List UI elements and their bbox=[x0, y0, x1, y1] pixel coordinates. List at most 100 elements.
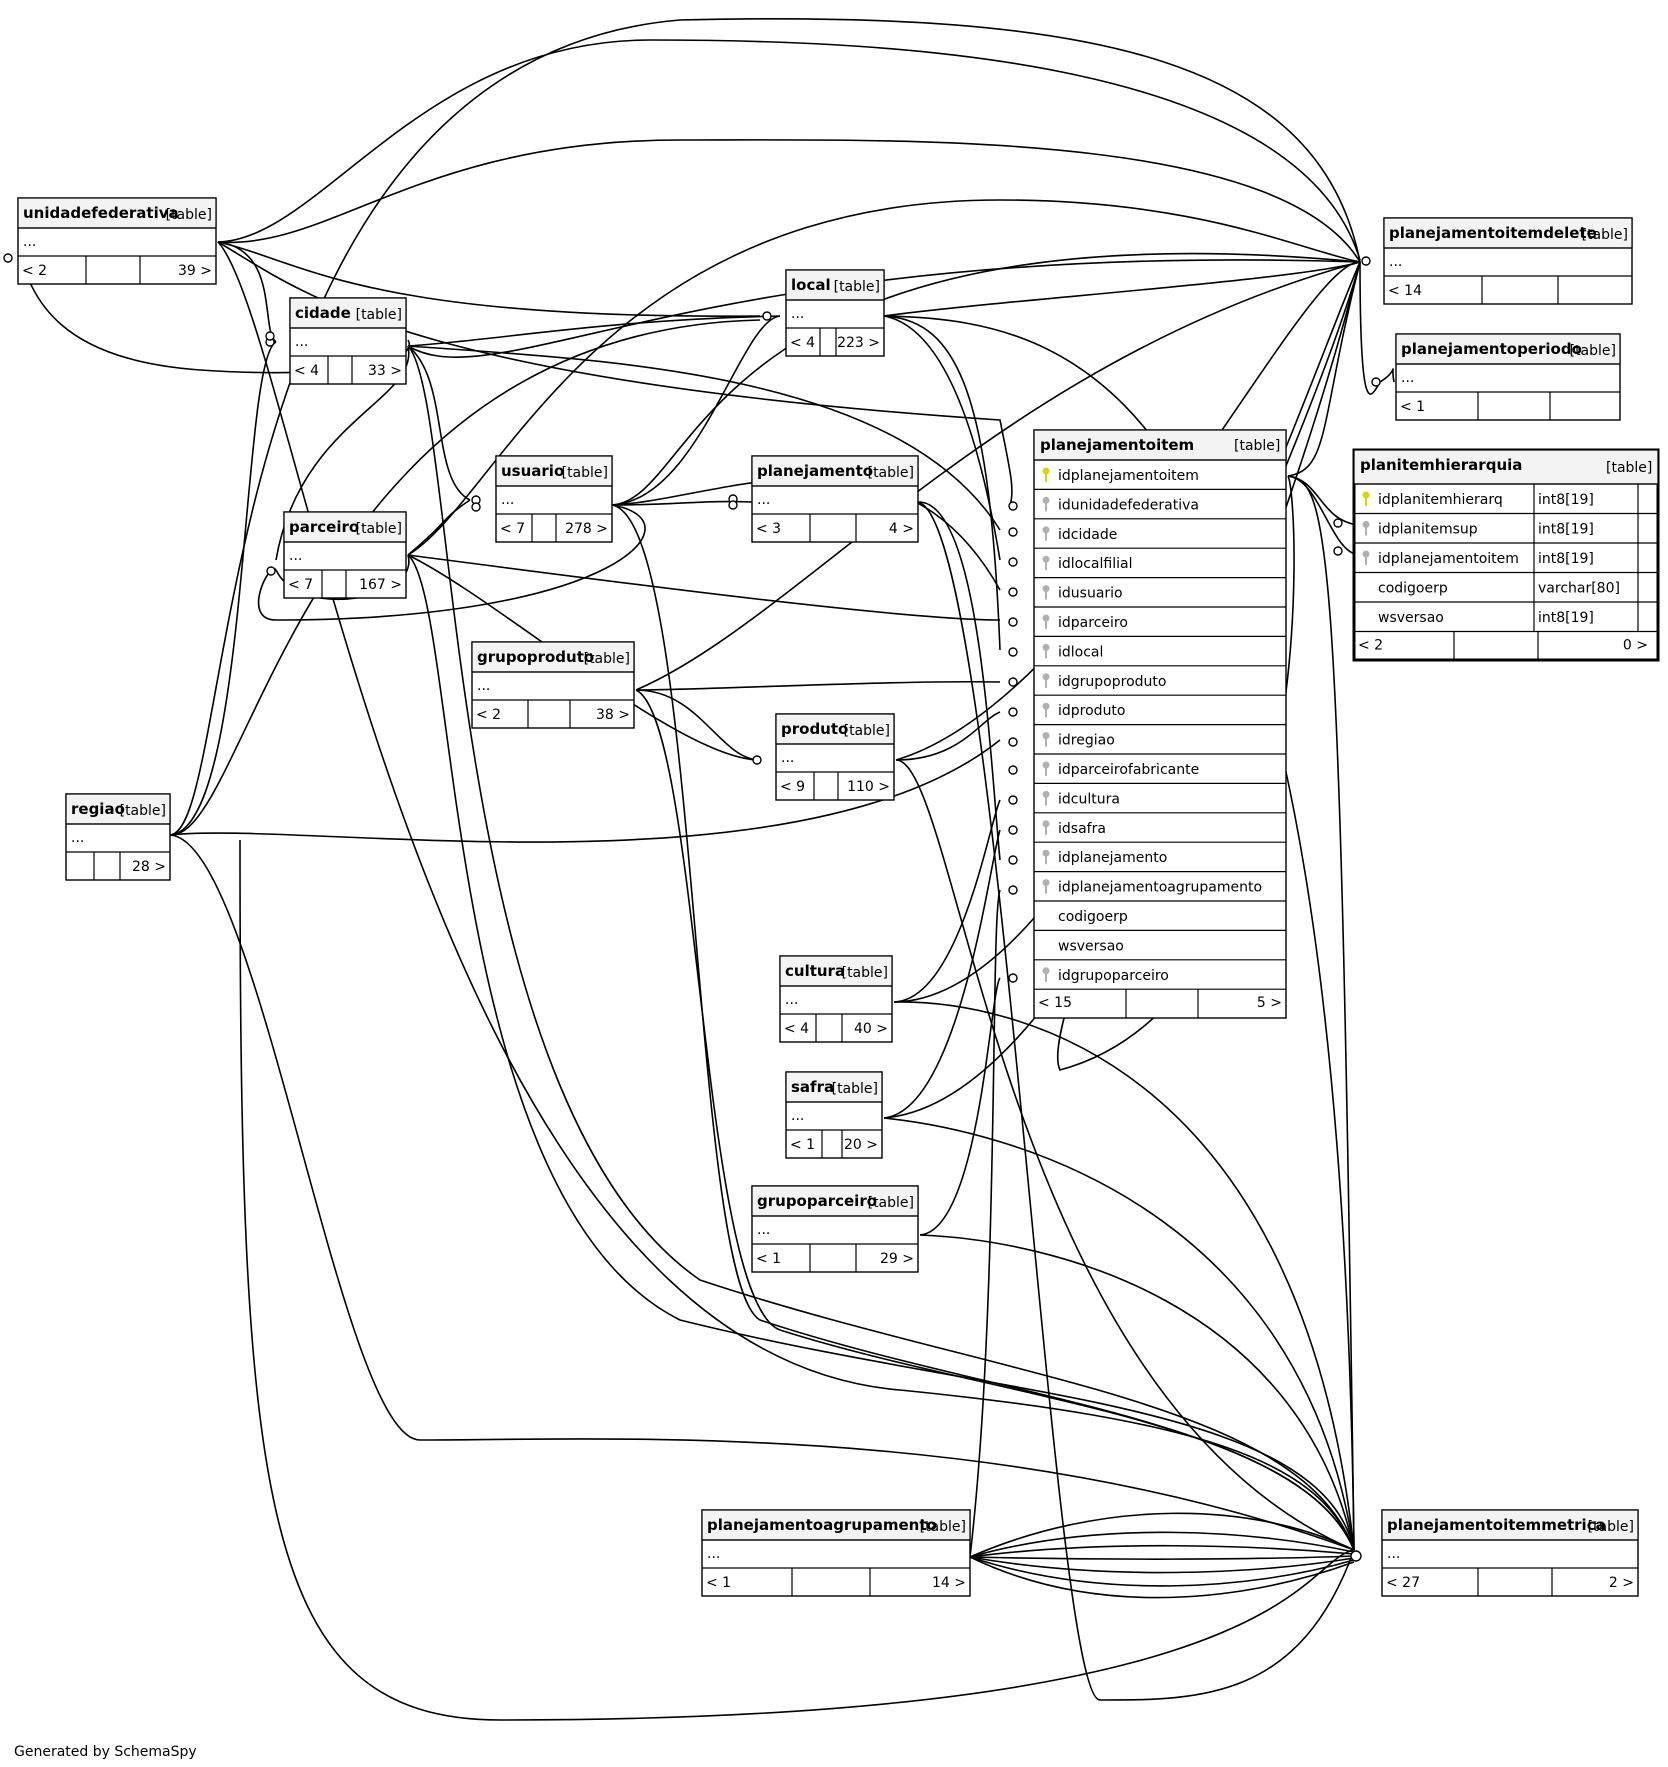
column-type: varchar[80] bbox=[1538, 581, 1620, 597]
edge bbox=[893, 799, 1001, 1003]
key-icon bbox=[1042, 555, 1050, 571]
column-row[interactable]: idplanejamentoagrupamento bbox=[1042, 879, 1263, 896]
table-planitemhierarquia[interactable]: planitemhierarquia [table] idplanitemhie… bbox=[1352, 448, 1660, 662]
nav-next[interactable]: 29 > bbox=[880, 1251, 914, 1267]
nav-next[interactable]: 20 > bbox=[844, 1137, 878, 1153]
column-name: idplanejamentoagrupamento bbox=[1058, 880, 1262, 896]
nav-next[interactable]: 39 > bbox=[178, 263, 212, 279]
table-body: ... bbox=[791, 306, 804, 322]
nav-prev[interactable]: < 4 bbox=[294, 363, 319, 379]
table-regiao[interactable]: regiao[table]...28 > bbox=[65, 793, 171, 881]
table-name: planejamentoitemdelete bbox=[1389, 224, 1597, 242]
nav-prev[interactable]: < 4 bbox=[784, 1021, 809, 1037]
column-name: idlocalfilial bbox=[1058, 556, 1132, 572]
column-name: idplanejamentoitem bbox=[1058, 468, 1199, 484]
nav-prev[interactable]: < 3 bbox=[756, 521, 781, 537]
table-name: grupoparceiro bbox=[757, 1192, 877, 1210]
nav-next[interactable]: 38 > bbox=[596, 707, 630, 723]
column-row[interactable]: idplanejamentoitem bbox=[1042, 467, 1199, 485]
column-row[interactable]: idproduto bbox=[1042, 702, 1126, 720]
nav-next[interactable]: 40 > bbox=[854, 1021, 888, 1037]
column-row[interactable]: codigoerp bbox=[1058, 909, 1128, 925]
relationship-edges bbox=[17, 18, 1395, 1721]
nav-prev[interactable]: < 1 bbox=[706, 1575, 731, 1591]
nav-next[interactable]: 278 > bbox=[565, 521, 608, 537]
nav-prev[interactable]: < 14 bbox=[1388, 283, 1422, 299]
column-row[interactable]: idgrupoparceiro bbox=[1042, 967, 1169, 984]
nav-prev[interactable]: < 2 bbox=[476, 707, 501, 723]
column-name: idparceiro bbox=[1058, 615, 1128, 631]
nav-prev[interactable]: < 2 bbox=[22, 263, 47, 279]
column-name: idsafra bbox=[1058, 821, 1106, 837]
nav-prev[interactable]: < 1 bbox=[756, 1251, 781, 1267]
column-row[interactable]: idusuario bbox=[1042, 585, 1123, 602]
nav-next[interactable]: 2 > bbox=[1609, 1575, 1634, 1591]
column-row[interactable]: idparceirofabricante bbox=[1042, 761, 1200, 779]
column-type: int8[19] bbox=[1538, 492, 1594, 508]
nav-next[interactable]: 110 > bbox=[847, 779, 890, 795]
column-row[interactable]: idunidadefederativa bbox=[1042, 496, 1200, 514]
column-row[interactable]: idlocal bbox=[1042, 643, 1104, 661]
table-name: parceiro bbox=[289, 518, 359, 536]
nav-prev[interactable]: < 1 bbox=[790, 1137, 815, 1153]
edge bbox=[407, 199, 1361, 556]
nav-prev[interactable]: < 15 bbox=[1038, 995, 1072, 1011]
table-planejamentoitem[interactable]: planejamentoitem [table] idplanejamentoi… bbox=[1033, 429, 1287, 1019]
nav-next[interactable]: 33 > bbox=[368, 363, 402, 379]
nav-next[interactable]: 28 > bbox=[132, 859, 166, 875]
table-name: local bbox=[791, 276, 831, 294]
nav-next[interactable]: 4 > bbox=[889, 521, 914, 537]
nav-prev[interactable]: < 7 bbox=[500, 521, 525, 537]
nav-prev[interactable]: < 2 bbox=[1358, 638, 1383, 654]
edge bbox=[1287, 261, 1361, 477]
nav-next[interactable]: 167 > bbox=[359, 577, 402, 593]
column-row[interactable]: idsafra bbox=[1042, 820, 1106, 837]
column-row[interactable]: idgrupoproduto bbox=[1042, 673, 1167, 690]
nav-prev[interactable]: < 9 bbox=[780, 779, 805, 795]
edge bbox=[217, 241, 761, 317]
edge bbox=[883, 315, 1001, 561]
edge bbox=[895, 759, 1355, 1551]
nav-prev[interactable]: < 1 bbox=[1400, 399, 1425, 415]
column-row[interactable]: idlocalfilial bbox=[1042, 555, 1133, 573]
nav-next[interactable]: 14 > bbox=[932, 1575, 966, 1591]
column-row[interactable]: wsversao bbox=[1058, 938, 1124, 954]
table-header bbox=[751, 455, 919, 487]
column-row[interactable]: idplanejamento bbox=[1042, 849, 1168, 867]
table-kind: [table] bbox=[868, 465, 914, 481]
column-row[interactable]: idparceiro bbox=[1042, 614, 1128, 632]
edge bbox=[407, 345, 471, 501]
nav-prev[interactable]: < 4 bbox=[790, 335, 815, 351]
table-planejamentoperiodo[interactable]: planejamentoperiodo[table]...< 1 bbox=[1395, 333, 1621, 421]
nav-prev[interactable]: < 27 bbox=[1386, 1575, 1420, 1591]
edge bbox=[969, 1544, 1355, 1558]
nav-next[interactable]: 223 > bbox=[837, 335, 880, 351]
edge bbox=[969, 889, 1001, 1558]
table-planejamentoitemdelete[interactable]: planejamentoitemdelete[table]...< 14 bbox=[1383, 217, 1633, 305]
column-row[interactable]: idregiao bbox=[1042, 732, 1115, 749]
nav-next[interactable]: 5 > bbox=[1257, 995, 1282, 1011]
column-row[interactable]: idcidade bbox=[1042, 526, 1118, 543]
nav-prev[interactable]: < 7 bbox=[288, 577, 313, 593]
table-name: planejamentoperiodo bbox=[1401, 340, 1582, 358]
nav-next[interactable]: 0 > bbox=[1623, 638, 1648, 654]
column-row[interactable]: idcultura bbox=[1042, 790, 1120, 808]
